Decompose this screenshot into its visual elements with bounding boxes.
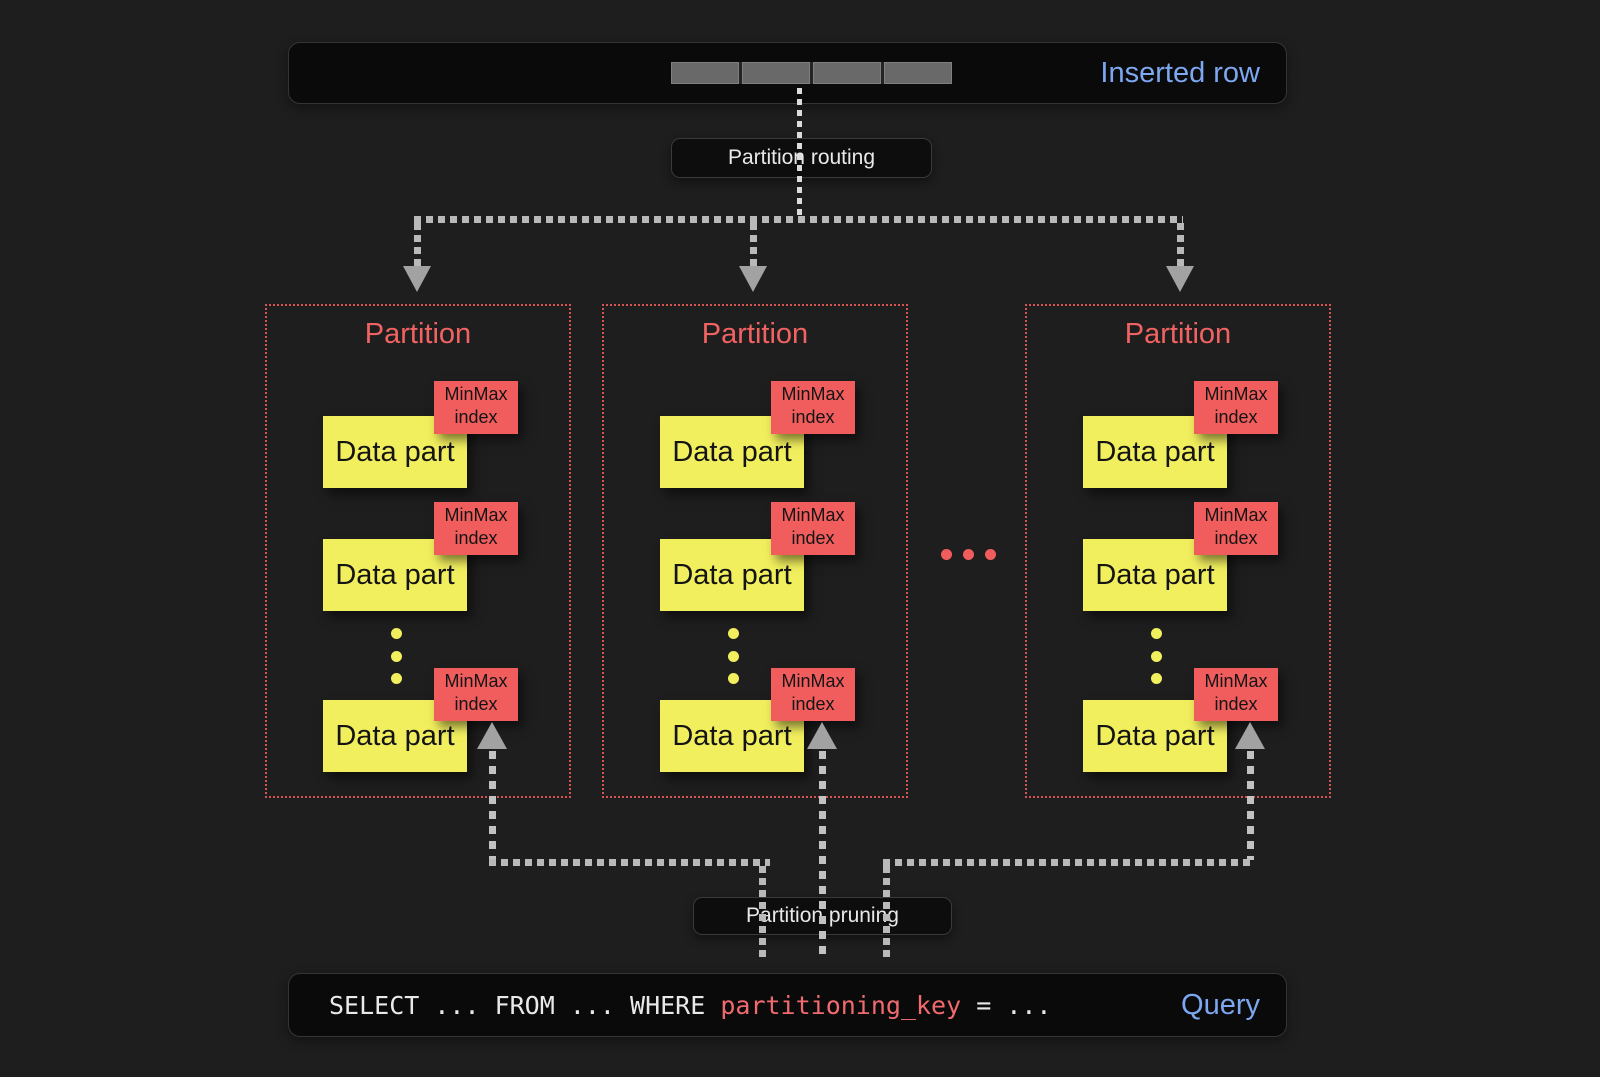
row-cell — [742, 62, 810, 84]
arrowhead-up-middle-icon — [807, 722, 837, 749]
more-parts-dot — [1151, 673, 1162, 684]
pruning-connector-left — [489, 859, 770, 866]
more-parts-dot — [1151, 628, 1162, 639]
partition-box-3: Partition MinMax index Data part MinMax … — [1025, 304, 1331, 798]
drop-line-left — [414, 223, 421, 267]
inserted-row-label: Inserted row — [1100, 56, 1260, 89]
pruning-drop-left — [759, 866, 766, 961]
sql-prefix: SELECT ... FROM ... WHERE — [329, 990, 721, 1020]
more-parts-dot — [391, 651, 402, 662]
query-panel: SELECT ... FROM ... WHERE partitioning_k… — [288, 973, 1287, 1037]
more-parts-dot — [1151, 651, 1162, 662]
data-part-box: Data part — [323, 416, 467, 488]
minmax-index-tag: MinMax index — [1194, 668, 1278, 721]
more-parts-dot — [728, 628, 739, 639]
minmax-index-tag: MinMax index — [771, 381, 855, 434]
partition-box-1: Partition MinMax index Data part MinMax … — [265, 304, 571, 798]
drop-line-middle — [750, 223, 757, 267]
more-parts-dot — [391, 673, 402, 684]
row-cell — [884, 62, 952, 84]
drop-line-right — [1177, 223, 1184, 267]
query-label: Query — [1181, 988, 1260, 1021]
more-partitions-dot — [963, 549, 974, 560]
sql-suffix: = ... — [961, 990, 1052, 1020]
more-partitions-dot — [985, 549, 996, 560]
arrowhead-down-right-icon — [1166, 266, 1194, 292]
pruning-stem-middle — [819, 751, 826, 960]
minmax-index-tag: MinMax index — [771, 668, 855, 721]
arrowhead-up-right-icon — [1235, 722, 1265, 749]
sql-partitioning-key: partitioning_key — [720, 990, 962, 1020]
minmax-index-tag: MinMax index — [434, 668, 518, 721]
data-part-box: Data part — [1083, 416, 1227, 488]
pruning-stem-right — [1247, 751, 1254, 860]
minmax-index-tag: MinMax index — [434, 381, 518, 434]
arrowhead-up-left-icon — [477, 722, 507, 749]
partition-box-2: Partition MinMax index Data part MinMax … — [602, 304, 908, 798]
more-parts-dot — [728, 673, 739, 684]
pruning-stem-left — [489, 751, 496, 860]
data-part-box: Data part — [323, 539, 467, 611]
row-cell — [813, 62, 881, 84]
more-partitions-dot — [941, 549, 952, 560]
partition-title: Partition — [364, 318, 472, 350]
minmax-index-tag: MinMax index — [434, 502, 518, 555]
data-part-box: Data part — [1083, 539, 1227, 611]
row-cell — [671, 62, 739, 84]
arrowhead-down-left-icon — [403, 266, 431, 292]
minmax-index-tag: MinMax index — [1194, 502, 1278, 555]
more-parts-dot — [391, 628, 402, 639]
inserted-row-panel: Inserted row — [288, 42, 1287, 104]
sql-query-text: SELECT ... FROM ... WHERE partitioning_k… — [329, 974, 1051, 1036]
pruning-connector-right — [883, 859, 1254, 866]
routing-dotted-line — [797, 88, 802, 218]
pruning-drop-right — [883, 866, 890, 961]
partition-title: Partition — [701, 318, 809, 350]
partition-title: Partition — [1124, 318, 1232, 350]
inserted-row-segments — [671, 62, 952, 84]
more-parts-dot — [728, 651, 739, 662]
arrowhead-down-middle-icon — [739, 266, 767, 292]
minmax-index-tag: MinMax index — [1194, 381, 1278, 434]
distributor-line — [414, 216, 1183, 223]
minmax-index-tag: MinMax index — [771, 502, 855, 555]
